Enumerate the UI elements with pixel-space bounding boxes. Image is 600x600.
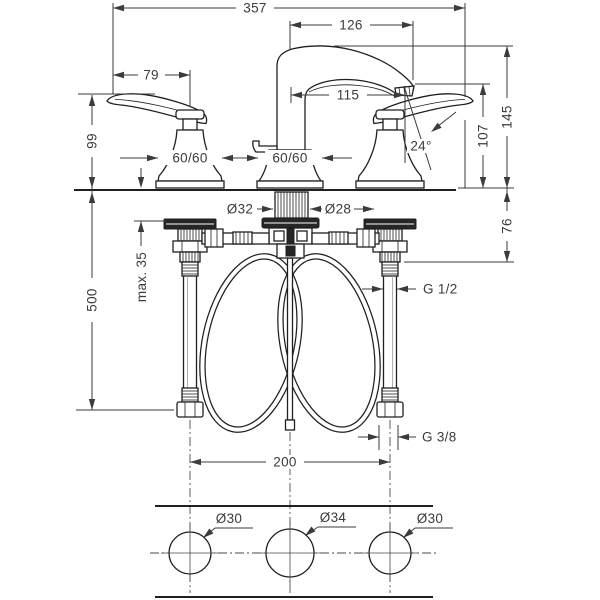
dim-hole-right-dia: Ø30 [400,511,453,541]
dim-hole-center-dia: Ø34 [302,510,356,539]
dim-handle-length-label: 79 [143,68,159,83]
dim-hole-left-dia-label: Ø30 [216,511,242,526]
dim-shank-depth-label: 76 [500,218,515,234]
dim-hose-length-label: 500 [85,288,100,311]
spout-shank [274,191,309,219]
plan-view [150,420,437,599]
dim-handle-height: 99 500 [76,93,174,411]
dim-hole-spacing: 200 [190,455,390,470]
dim-spout-reach: 115 [290,87,405,103]
dim-spray-angle: 24° [403,85,457,171]
dim-spout-height-label: 145 [500,105,515,128]
spout-unit [201,45,415,259]
popup-rod [284,257,296,431]
dim-hose-thread-label: G 3/8 [422,430,457,445]
dim-side-shank-dia-label: Ø28 [325,202,351,217]
dim-spout-tip-offset: 126 [289,18,414,80]
dim-center-shank-dia-label: Ø32 [227,202,253,217]
dim-max-deck-thickness-label: max. 35 [134,252,149,302]
dimension-layer: 357 126 79 115 [76,1,515,541]
dim-supply-thread: G 1/2 [362,282,458,297]
dim-spout-reach-label: 115 [337,88,359,103]
dim-escutcheon-left-label: 60/60 [172,151,207,166]
dim-escutcheon-center-label: 60/60 [272,151,307,166]
right-connection-pipe [311,228,380,248]
dim-hose-thread: G 3/8 [358,425,457,450]
dim-spray-angle-label: 24° [410,139,431,154]
dim-hole-spacing-label: 200 [273,455,296,470]
left-connection-pipe [201,228,270,248]
popup-lever [252,140,278,153]
dim-hole-center-dia-label: Ø34 [320,510,347,525]
supply-hose-loops [199,253,381,433]
dim-heights-right: 145 107 76 [334,45,515,263]
dim-handle-length: 79 [113,68,191,107]
dim-overall-width: 357 [112,1,466,188]
dim-outlet-height-label: 107 [476,124,491,147]
dim-spout-tip-offset-label: 126 [339,18,362,33]
dim-escutcheons: 60/60 60/60 [120,150,352,166]
dim-handle-height-label: 99 [85,133,100,149]
dim-overall-width-label: 357 [243,1,266,16]
dim-hole-right-dia-label: Ø30 [417,511,443,526]
dim-hole-left-dia: Ø30 [200,511,253,541]
dim-supply-thread-label: G 1/2 [423,282,458,297]
dim-max-deck-thickness: max. 35 [134,168,166,308]
dim-shank-diameters: Ø32 Ø28 [227,202,374,217]
